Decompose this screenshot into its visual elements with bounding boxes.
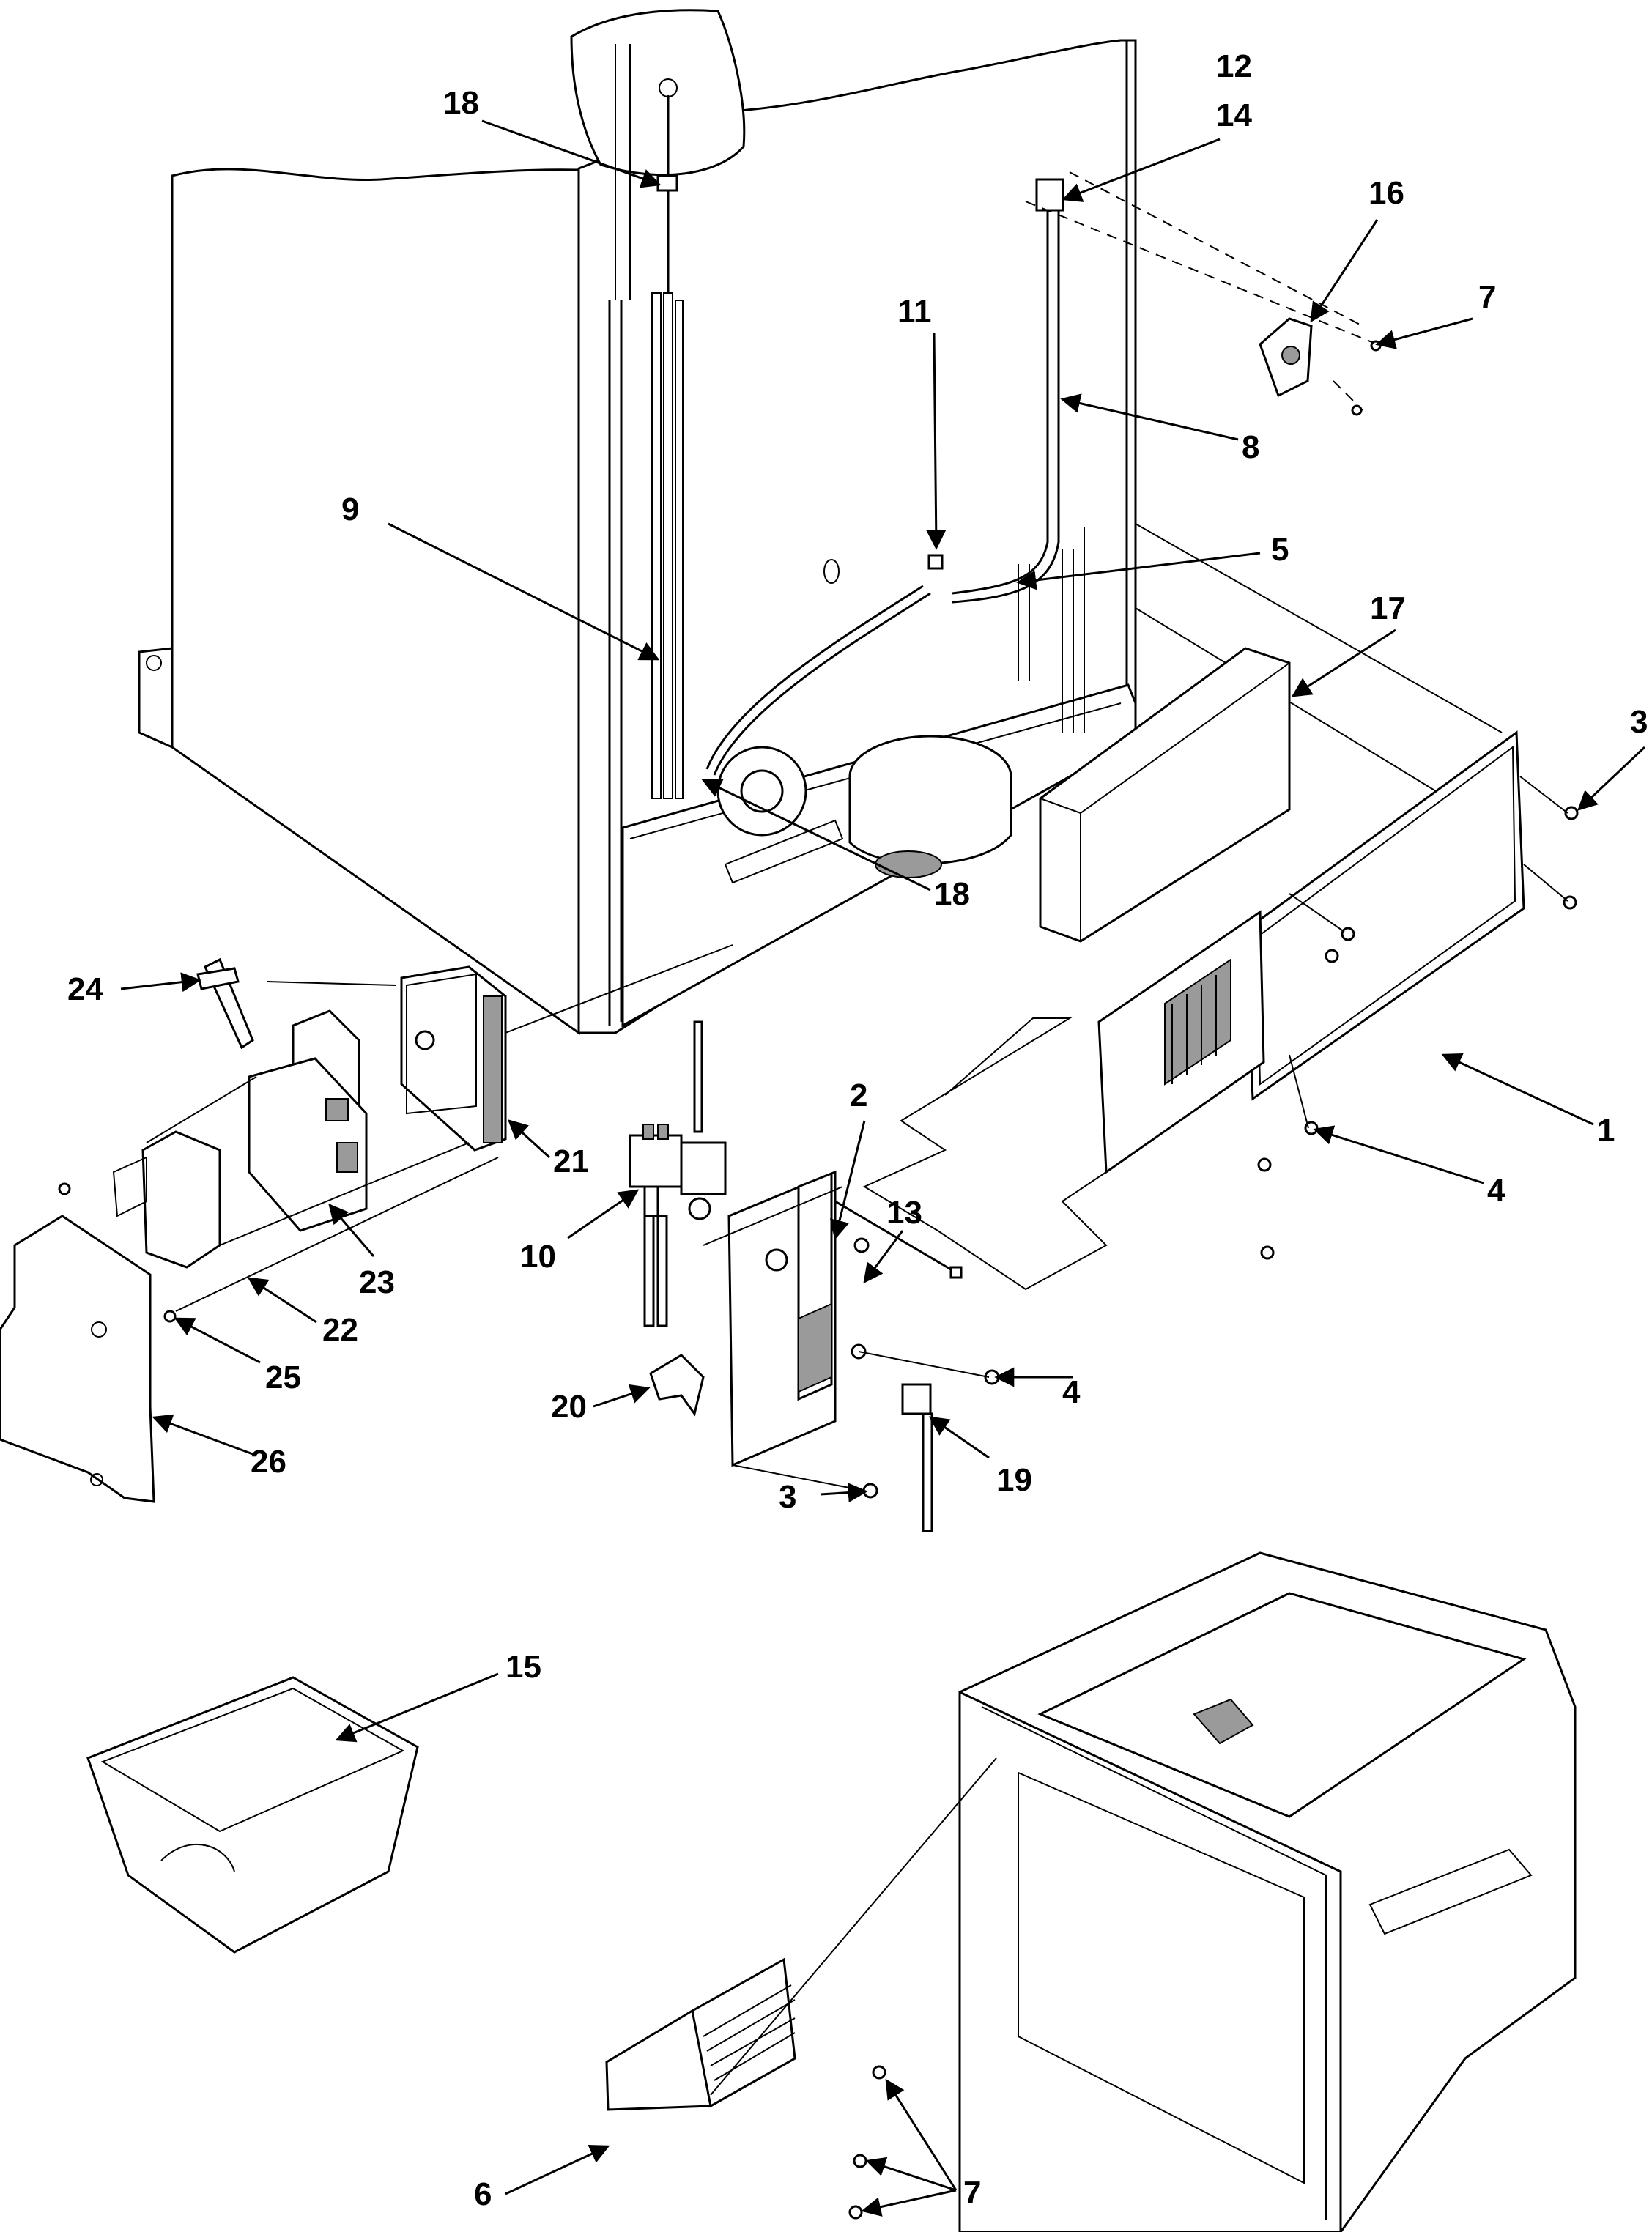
callout-1: 1 [1597,1113,1615,1149]
callout-18-top: 18 [443,85,479,121]
callout-2: 2 [850,1078,867,1113]
callout-6: 6 [474,2176,492,2212]
callout-25: 25 [265,1360,301,1395]
callout-21: 21 [553,1143,589,1179]
callout-20: 20 [551,1389,587,1425]
callout-8: 8 [1242,429,1259,465]
callout-10: 10 [520,1239,556,1275]
callout-12: 12 [1216,48,1252,84]
callout-19: 19 [996,1462,1032,1498]
callout-3-right: 3 [1630,704,1648,740]
rear-access-panels [862,647,1579,1291]
storage-pan [86,1676,419,1954]
callout-22: 22 [322,1312,358,1348]
callout-14: 14 [1216,97,1252,133]
callout-3-center: 3 [779,1479,796,1515]
callout-13: 13 [886,1195,922,1231]
callout-7-bottom: 7 [963,2175,981,2211]
callout-7-top: 7 [1478,279,1496,315]
callout-5: 5 [1271,532,1289,568]
callout-4-center: 4 [1062,1374,1081,1410]
callout-24: 24 [67,971,103,1007]
callout-11: 11 [897,294,932,330]
callout-16: 16 [1368,175,1404,211]
ice-maker [605,1757,997,2220]
callout-labels: 18 12 14 16 7 11 8 9 5 17 3 18 24 1 2 21… [67,48,1648,2212]
callout-9: 9 [341,492,359,527]
control-box-assembly [0,944,733,1503]
callout-4-right: 4 [1487,1173,1505,1209]
water-valve-assembly [629,1020,1000,1532]
callout-23: 23 [359,1264,395,1300]
leader-lines [120,119,1646,2217]
callout-15: 15 [505,1649,541,1685]
callout-18-mid: 18 [934,876,970,912]
callout-26: 26 [251,1444,286,1480]
callout-17: 17 [1370,590,1406,626]
freezer-drawer [958,1551,1577,2232]
